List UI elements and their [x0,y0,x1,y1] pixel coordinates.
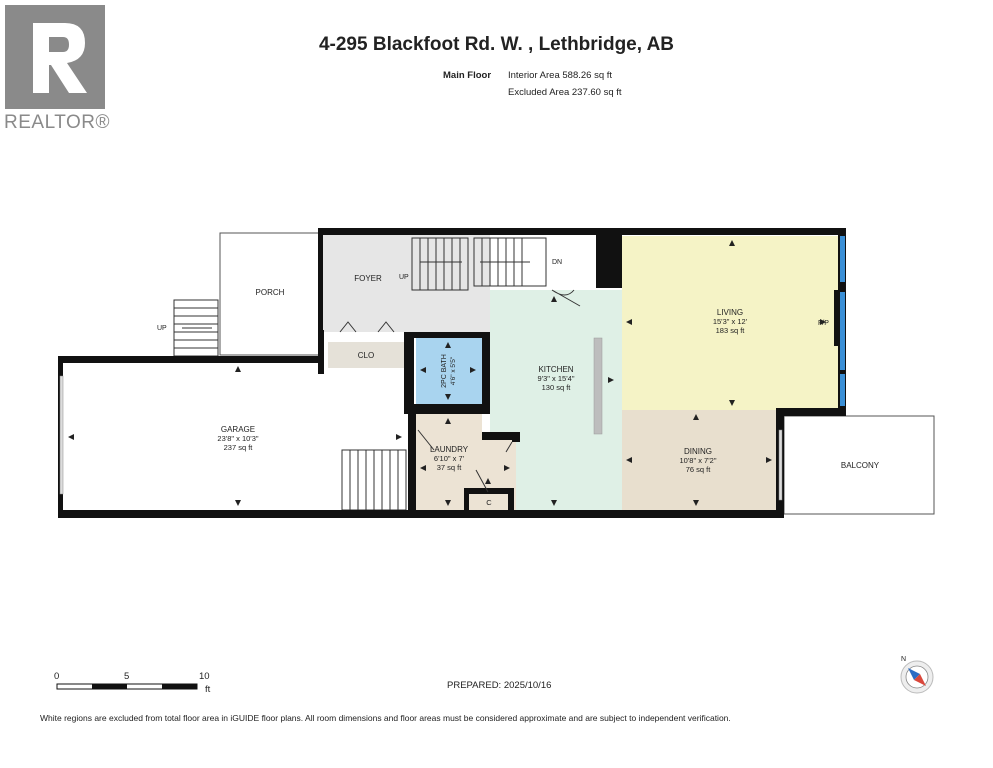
prepared-date: PREPARED: 2025/10/16 [447,680,552,691]
kitchen-label: KITCHEN [538,365,573,374]
balcony-label: BALCONY [841,461,880,470]
scale-bar [56,683,198,690]
closet-fill [328,342,404,368]
excluded-area: Excluded Area 237.60 sq ft [508,87,622,98]
garage-dims: 23'8" x 10'3" [217,434,258,443]
laundry-label: LAUNDRY [430,445,469,454]
page-title: 4-295 Blackfoot Rd. W. , Lethbridge, AB [318,34,675,55]
bath-label-group: 2PC BATH 4'6" x 5'5" [441,354,457,388]
dining-area: 76 sq ft [686,465,712,474]
footer-disclaimer: White regions are excluded from total fl… [40,713,731,723]
floor-label: Main Floor [443,70,492,81]
fireplace-label: F/P [818,320,829,327]
realtor-logo-text: REALTOR® [4,112,110,133]
garage-area-text: 237 sq ft [224,443,254,452]
compass-icon: N [900,656,934,694]
stairs-down-label: DN [552,259,562,266]
porch-stairs-up-label: UP [157,325,167,332]
garage-label: GARAGE [221,425,255,434]
kitchen-dims: 9'3" x 15'4" [538,374,575,383]
living-area: 183 sq ft [716,326,746,335]
dining-dims: 10'8" x 7'2" [680,456,717,465]
windows [59,236,845,501]
foyer-lower-fill [408,290,490,332]
door-swings [339,289,581,493]
stairs-down [473,237,547,287]
living-fill [622,236,842,410]
dining-label: DINING [684,447,712,456]
scale-unit: ft [205,684,211,695]
fireplace-icon [834,290,840,346]
kitchen-area: 130 sq ft [542,383,572,392]
kitchen-counter [593,337,603,435]
stairs-garage [341,449,407,511]
stairs-up-foyer [411,237,469,291]
stairs-porch [173,299,219,357]
laundry-dims: 6'10" x 7' [434,454,465,463]
scale-tick-5: 5 [124,671,129,682]
direction-markers [68,240,826,506]
bath-label: 2PC BATH [441,354,448,388]
porch-label: PORCH [256,288,285,297]
foyer-label: FOYER [354,274,382,283]
scale-tick-0: 0 [54,671,59,682]
balcony-area [783,415,935,515]
scale-tick-10: 10 [199,671,210,682]
realtor-logo-icon [5,5,105,109]
bath-dims: 4'6" x 5'5" [450,356,457,385]
laundry-closet-label: C [486,498,492,507]
dining-fill [622,410,776,512]
living-dims: 15'3" x 12' [713,317,748,326]
svg-text:N: N [901,656,906,663]
closet-label: CLO [358,351,374,360]
interior-area: Interior Area 588.26 sq ft [508,70,613,81]
living-label: LIVING [717,308,743,317]
laundry-area: 37 sq ft [437,463,463,472]
stairs-up-label: UP [399,274,409,281]
